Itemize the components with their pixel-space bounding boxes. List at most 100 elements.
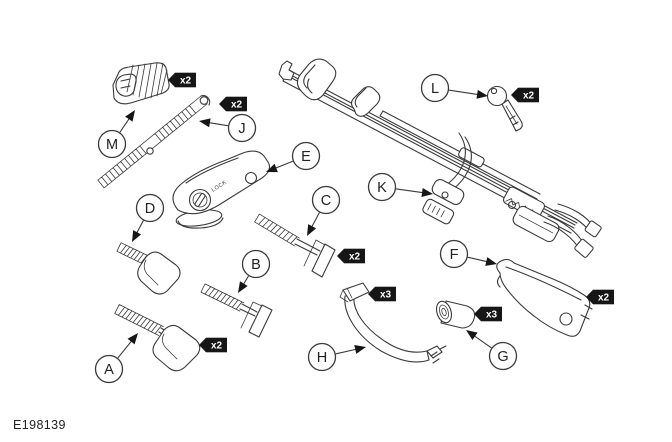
leader-line: [135, 220, 144, 235]
leader-line: [273, 160, 294, 170]
callout-circle-f: [439, 239, 469, 269]
leader-line: [117, 339, 133, 359]
leader-line: [467, 256, 489, 263]
end-straps: [543, 203, 594, 251]
callout-a: Ax2: [94, 333, 227, 384]
tag-arrow: [474, 306, 481, 322]
callout-circle-a: [94, 354, 124, 384]
qty-tag-j: x2: [219, 96, 247, 112]
callout-c: Cx2: [307, 185, 365, 264]
callout-letter-f: F: [450, 247, 459, 263]
leader-arrowhead: [199, 118, 211, 128]
strap-clip: [426, 345, 443, 359]
strap-buckle: [574, 238, 594, 258]
part-b-t-bolt: [239, 301, 273, 338]
tag-arrow: [511, 87, 518, 103]
part-h-wheel-strap: [339, 282, 447, 364]
leader-arrowhead: [485, 257, 497, 266]
leader-line: [119, 116, 131, 133]
part-j-strap: [146, 95, 211, 155]
threads-c: [254, 213, 300, 247]
callout-f: Fx2: [439, 239, 614, 305]
callout-circle-g: [488, 341, 518, 371]
callout-k: K: [367, 172, 433, 202]
callout-letter-m: M: [106, 137, 118, 153]
tag-qty-label: x2: [349, 252, 361, 263]
tag-box: [593, 289, 614, 305]
tag-qty-label: x3: [486, 310, 498, 321]
leader-line: [472, 334, 492, 349]
callout-letter-e: E: [301, 149, 311, 165]
callout-h: Hx3: [307, 286, 396, 372]
tag-qty-label: x2: [211, 341, 223, 352]
qty-tag-h: x3: [368, 286, 396, 302]
callout-letter-h: H: [317, 350, 327, 366]
callout-circle-e: [291, 141, 321, 171]
callout-circle-d: [135, 193, 165, 223]
knob: [152, 324, 201, 372]
qty-tag-g: x3: [474, 306, 502, 322]
callout-circle-l: [420, 73, 450, 103]
tag-qty-label: x2: [180, 76, 192, 87]
part-l-key: [486, 85, 523, 132]
tag-arrow: [586, 289, 593, 305]
callout-e: E: [266, 141, 321, 173]
ratchet-lower: [512, 205, 560, 243]
tag-box: [226, 96, 247, 112]
part-a-thumbscrew: [152, 324, 201, 372]
callout-d: D: [132, 193, 165, 242]
bracket-hole: [559, 312, 573, 326]
tag-box: [175, 72, 196, 88]
leader-arrowhead: [476, 89, 488, 99]
leader-line: [448, 89, 480, 96]
rail-tip-fork: [278, 60, 295, 81]
knob: [137, 251, 181, 295]
strap-tab: [342, 282, 370, 302]
qty-tag-m: x2: [168, 72, 196, 88]
leader-arrowhead: [266, 163, 278, 173]
tag-arrow: [199, 337, 206, 353]
threads-b: [200, 283, 245, 312]
part-m-pad: [112, 62, 170, 105]
k-clamp-lower: [422, 198, 455, 225]
figure-id: E198139: [13, 418, 66, 432]
callout-circle-c: [311, 185, 341, 215]
leader-arrowhead: [125, 110, 135, 122]
k-clamp-upper: [431, 178, 465, 206]
leader-line: [207, 121, 229, 127]
t-head: [311, 243, 336, 278]
generated-hatching: [97, 95, 300, 336]
callout-b: B: [238, 249, 271, 293]
callout-letter-k: K: [377, 180, 387, 196]
strap-hole: [146, 147, 154, 155]
artwork-layer: LOCK: [97, 58, 602, 372]
leader-arrowhead: [354, 345, 366, 354]
wheel-cradle-clamp: [296, 58, 337, 101]
carrier-arm-assembly: [278, 58, 602, 258]
leader-arrowhead: [421, 188, 433, 197]
leader-arrowhead: [238, 281, 248, 293]
strap-buckle: [584, 220, 602, 238]
callout-letter-l: L: [431, 81, 439, 97]
callout-m: Mx2: [97, 72, 196, 159]
rail-lines: [282, 69, 578, 234]
callout-circle-m: [97, 129, 127, 159]
qty-tag-f: x2: [586, 289, 614, 305]
callout-circle-b: [241, 249, 271, 279]
tag-qty-label: x3: [380, 290, 392, 301]
callout-letter-b: B: [251, 257, 261, 273]
part-f-holder-bracket: [496, 258, 593, 337]
ratchet-pivot: [507, 200, 517, 210]
callout-g: Gx3: [466, 306, 518, 371]
tag-qty-label: x2: [523, 91, 535, 102]
rail-clamp: [350, 86, 381, 117]
tag-box: [344, 248, 365, 264]
part-g-spacer: [435, 300, 476, 329]
qty-tag-a: x2: [199, 337, 227, 353]
callout-letter-j: J: [238, 121, 245, 137]
leader-arrowhead: [307, 224, 317, 236]
part-c-t-bolt: [294, 238, 336, 278]
